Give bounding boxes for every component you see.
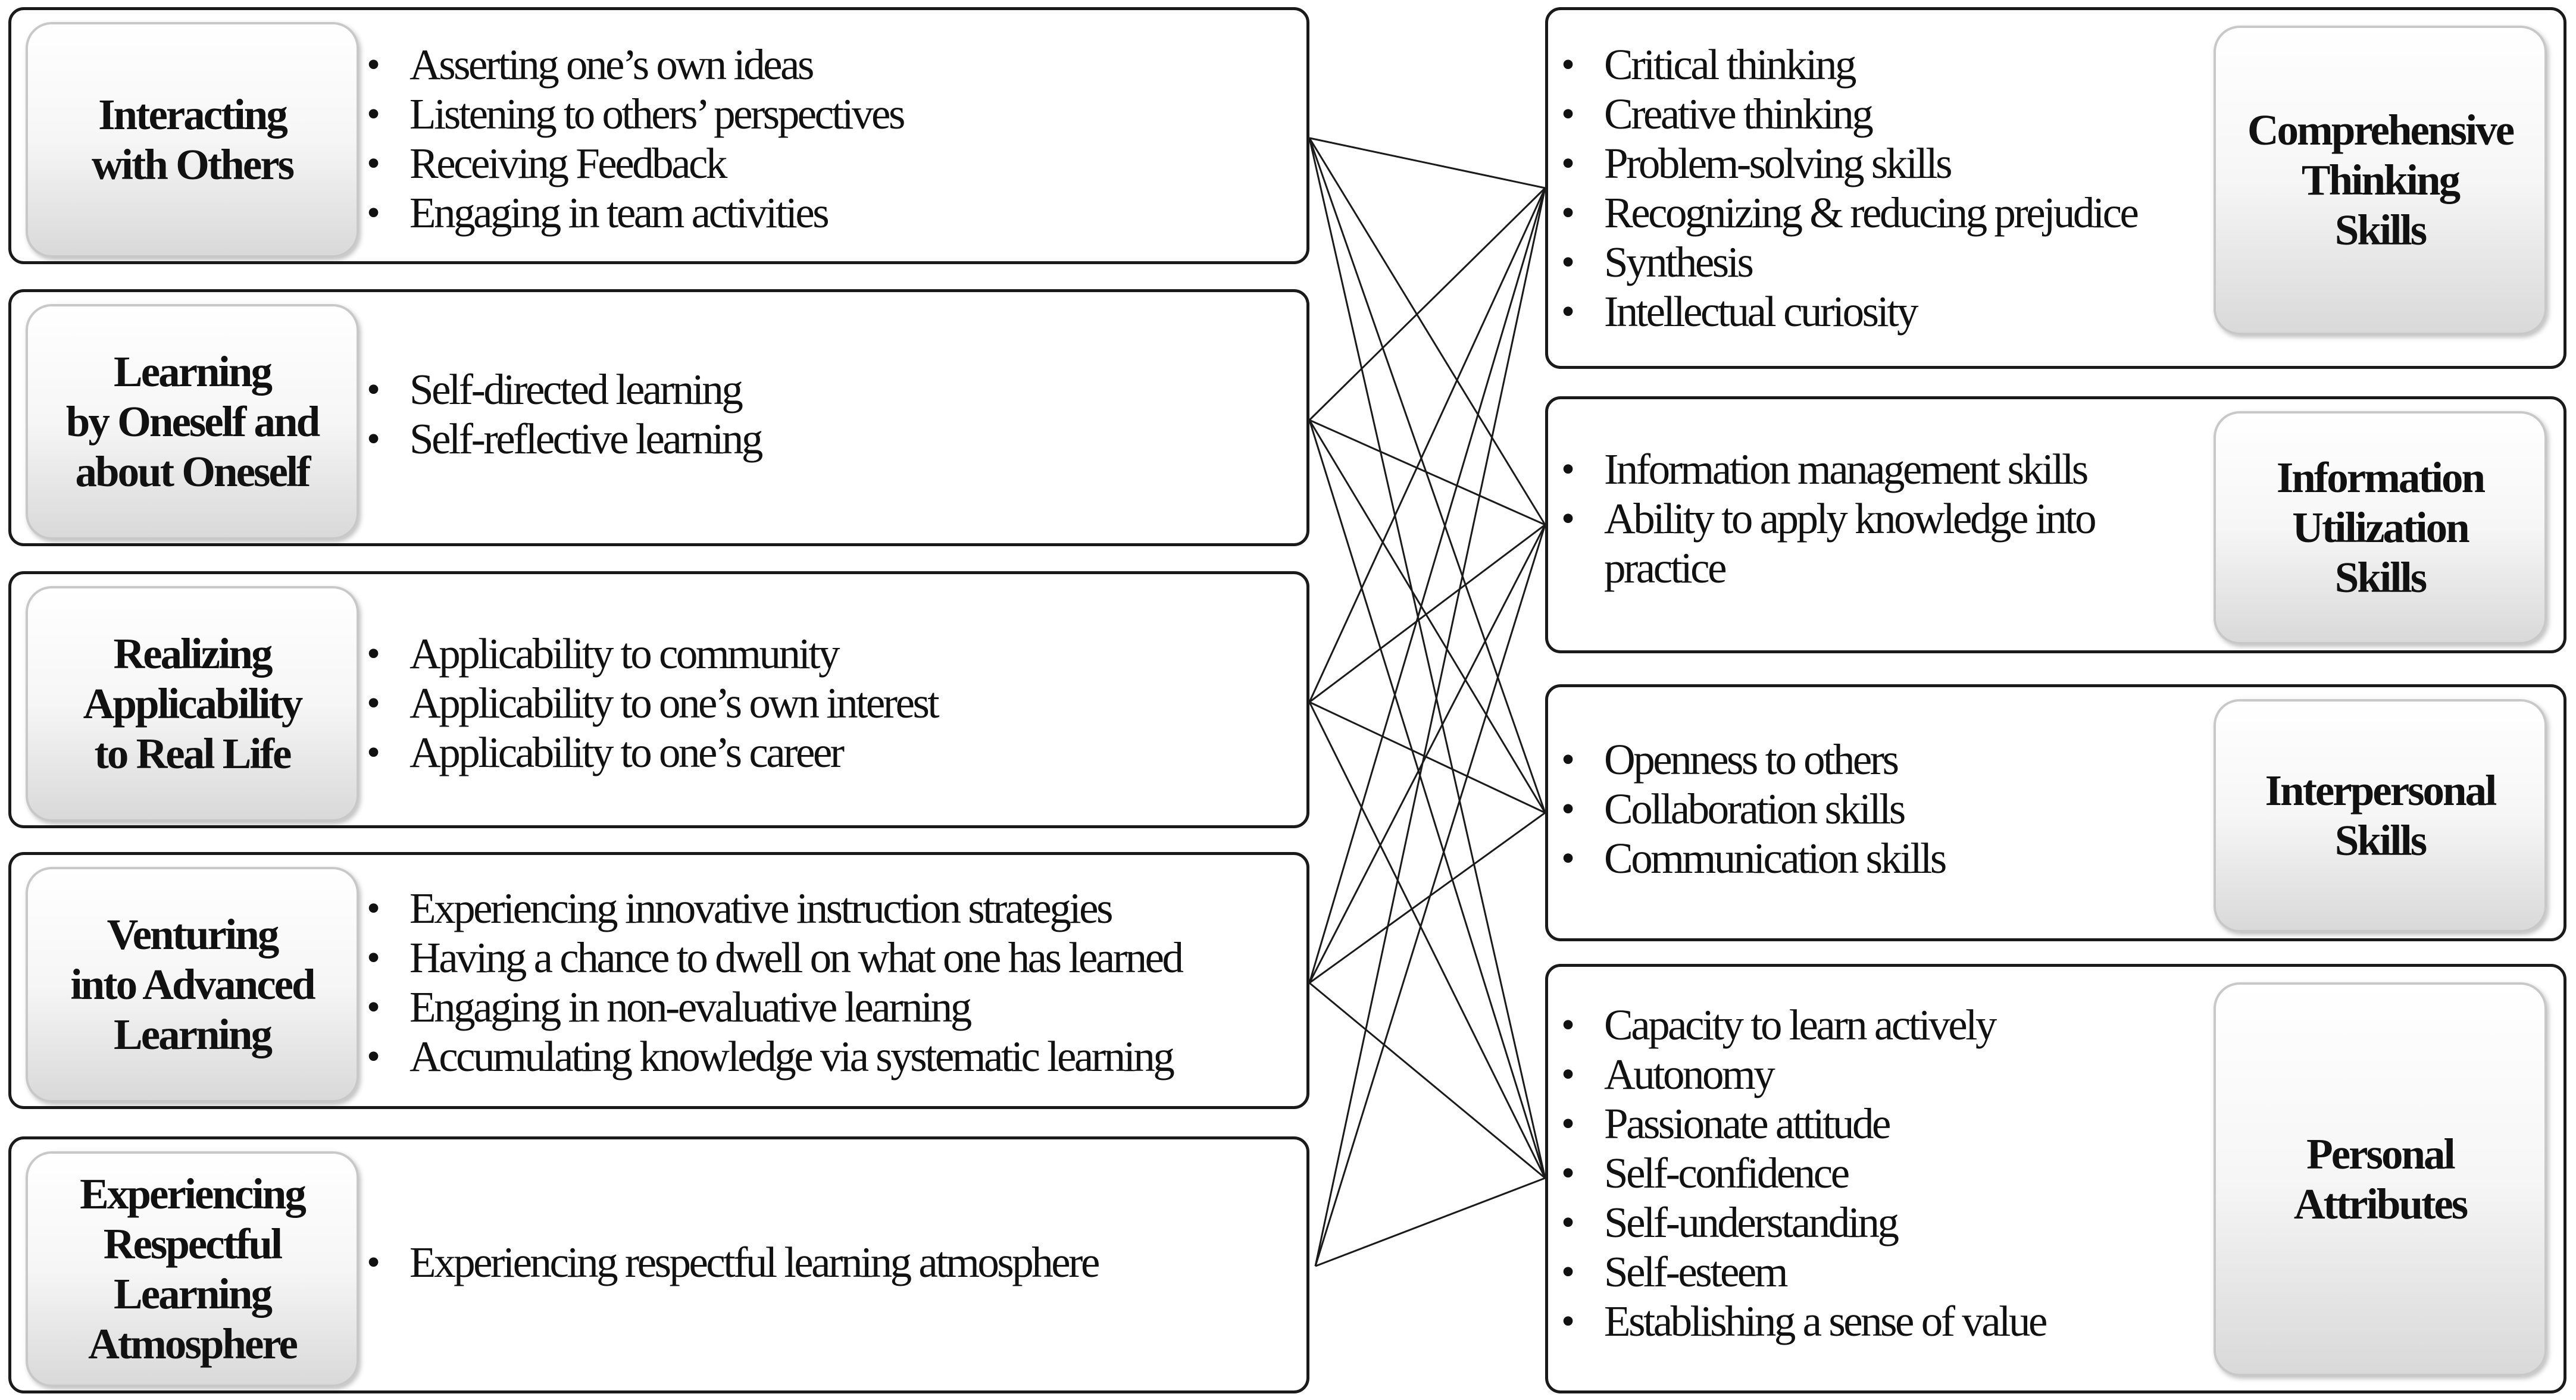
list-item: Capacity to learn actively bbox=[1554, 1000, 2046, 1050]
connector-line bbox=[1309, 524, 1546, 703]
list-item: Experiencing innovative instruction stra… bbox=[359, 884, 1182, 933]
connector-line bbox=[1308, 524, 1546, 984]
category-label: Information Utilization Skills bbox=[2276, 453, 2486, 602]
category-label: Learning by Oneself and about Oneself bbox=[65, 347, 320, 496]
connector-line bbox=[1309, 419, 1546, 526]
list-item: Critical thinking bbox=[1554, 40, 2137, 89]
category-tag-interacting-with-others: Interacting with Others bbox=[26, 22, 359, 258]
category-tag-realizing-applicability: Realizing Applicability to Real Life bbox=[26, 586, 359, 822]
list-item: Self-understanding bbox=[1554, 1198, 2046, 1247]
category-tag-interpersonal-skills: Interpersonal Skills bbox=[2214, 699, 2547, 932]
item-list: Asserting one’s own ideas Listening to o… bbox=[359, 40, 905, 237]
connector-line bbox=[1309, 137, 1546, 189]
right-box-information-utilization-skills: Information management skills Ability to… bbox=[1545, 396, 2566, 653]
connector-line bbox=[1308, 187, 1546, 421]
item-list: Information management skills Ability to… bbox=[1554, 444, 2191, 593]
list-item: Collaboration skills bbox=[1554, 784, 1945, 834]
list-item: Self-reflective learning bbox=[359, 414, 763, 463]
list-item: Autonomy bbox=[1554, 1050, 2046, 1099]
list-item: Establishing a sense of value bbox=[1554, 1296, 2047, 1346]
category-tag-personal-attributes: Personal Attributes bbox=[2214, 982, 2547, 1376]
connector-line bbox=[1309, 812, 1546, 984]
left-box-learning-by-oneself: Learning by Oneself and about Oneself Se… bbox=[8, 289, 1309, 546]
category-tag-comprehensive-thinking-skills: Comprehensive Thinking Skills bbox=[2214, 26, 2547, 335]
list-item: Openness to others bbox=[1554, 735, 1945, 784]
list-item: Synthesis bbox=[1554, 237, 2137, 287]
connector-line bbox=[1308, 187, 1546, 703]
list-item: Receiving Feedback bbox=[359, 139, 904, 188]
connector-line bbox=[1309, 701, 1546, 814]
list-item: Engaging in team activities bbox=[359, 188, 904, 237]
right-box-personal-attributes: Capacity to learn actively Autonomy Pass… bbox=[1545, 964, 2566, 1393]
item-list: Experiencing respectful learning atmosph… bbox=[359, 1238, 1100, 1287]
connector-line bbox=[1308, 187, 1546, 984]
category-tag-learning-by-oneself: Learning by Oneself and about Oneself bbox=[26, 304, 359, 540]
right-box-interpersonal-skills: Openness to others Collaboration skills … bbox=[1545, 684, 2566, 941]
connector-line bbox=[1308, 419, 1546, 813]
list-item: Self-confidence bbox=[1554, 1148, 2046, 1198]
category-label: Experiencing Respectful Learning Atmosph… bbox=[80, 1170, 307, 1368]
left-box-venturing-into-advanced-learning: Venturing into Advanced Learning Experie… bbox=[8, 852, 1309, 1109]
list-item: Creative thinking bbox=[1554, 89, 2137, 139]
connector-line bbox=[1309, 982, 1546, 1179]
list-item: Listening to others’ perspectives bbox=[359, 89, 905, 139]
list-item: Accumulating knowledge via systematic le… bbox=[359, 1032, 1182, 1081]
connector-line bbox=[1314, 187, 1546, 1267]
left-box-interacting-with-others: Interacting with Others Asserting one’s … bbox=[8, 7, 1309, 264]
category-label: Personal Attributes bbox=[2293, 1130, 2468, 1228]
category-tag-information-utilization-skills: Information Utilization Skills bbox=[2214, 411, 2547, 644]
list-item: Information management skills bbox=[1554, 444, 2191, 494]
list-item: Ability to apply knowledge into practice bbox=[1554, 494, 2191, 593]
list-item: Applicability to one’s career bbox=[359, 728, 937, 777]
list-item: Applicability to one’s own interest bbox=[359, 678, 940, 728]
list-item: Having a chance to dwell on what one has… bbox=[359, 933, 1184, 982]
item-list: Applicability to community Applicability… bbox=[359, 629, 940, 777]
list-item: Experiencing respectful learning atmosph… bbox=[359, 1238, 1100, 1287]
connector-line bbox=[1308, 137, 1546, 1179]
list-item: Self-directed learning bbox=[359, 365, 761, 414]
category-label: Venturing into Advanced Learning bbox=[70, 910, 315, 1058]
connector-line bbox=[1308, 701, 1546, 1179]
list-item: Recognizing & reducing prejudice bbox=[1554, 188, 2139, 237]
right-box-comprehensive-thinking-skills: Critical thinking Creative thinking Prob… bbox=[1545, 7, 2566, 369]
connector-line bbox=[1308, 137, 1546, 813]
category-tag-venturing-into-advanced-learning: Venturing into Advanced Learning bbox=[26, 867, 359, 1103]
item-list: Capacity to learn actively Autonomy Pass… bbox=[1554, 1000, 2047, 1346]
item-list: Self-directed learning Self-reflective l… bbox=[359, 365, 763, 463]
connector-line bbox=[1314, 524, 1546, 1267]
connector-line bbox=[1308, 419, 1546, 1179]
item-list: Critical thinking Creative thinking Prob… bbox=[1554, 40, 2139, 336]
connector-line bbox=[1308, 137, 1546, 525]
list-item: Asserting one’s own ideas bbox=[359, 40, 904, 89]
list-item: Problem-solving skills bbox=[1554, 139, 2137, 188]
left-box-realizing-applicability: Realizing Applicability to Real Life App… bbox=[8, 571, 1309, 828]
item-list: Experiencing innovative instruction stra… bbox=[359, 884, 1184, 1081]
list-item: Applicability to community bbox=[359, 629, 937, 678]
list-item: Passionate attitude bbox=[1554, 1099, 2046, 1148]
category-label: Realizing Applicability to Real Life bbox=[83, 629, 304, 778]
left-box-respectful-learning-atmosphere: Experiencing Respectful Learning Atmosph… bbox=[8, 1136, 1309, 1393]
category-label: Interpersonal Skills bbox=[2265, 766, 2497, 865]
connector-line bbox=[1315, 1177, 1546, 1267]
list-item: Communication skills bbox=[1554, 834, 1947, 883]
category-label: Interacting with Others bbox=[91, 90, 295, 189]
list-item: Self-esteem bbox=[1554, 1247, 2046, 1296]
list-item: Engaging in non-evaluative learning bbox=[359, 982, 1182, 1032]
category-label: Comprehensive Thinking Skills bbox=[2247, 106, 2515, 254]
item-list: Openness to others Collaboration skills … bbox=[1554, 735, 1947, 883]
category-tag-respectful-learning-atmosphere: Experiencing Respectful Learning Atmosph… bbox=[26, 1151, 359, 1387]
list-item: Intellectual curiosity bbox=[1554, 287, 2137, 336]
